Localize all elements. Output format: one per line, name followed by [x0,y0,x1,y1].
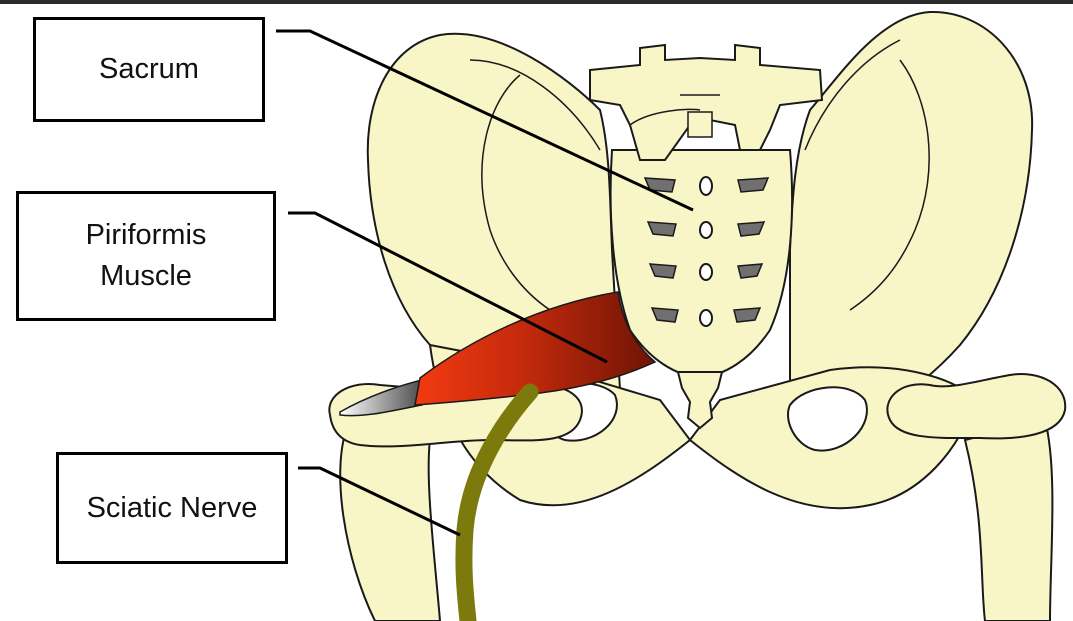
piriformis-muscle-label: Piriformis Muscle [16,191,276,321]
sacrum-label: Sacrum [33,17,265,122]
right-femur-head [887,374,1065,438]
right-ilium [790,12,1032,430]
left-femur [340,425,440,621]
right-femur [965,420,1052,621]
lumbar-vertebra [590,45,822,160]
sciatic-nerve-label: Sciatic Nerve [56,452,288,564]
